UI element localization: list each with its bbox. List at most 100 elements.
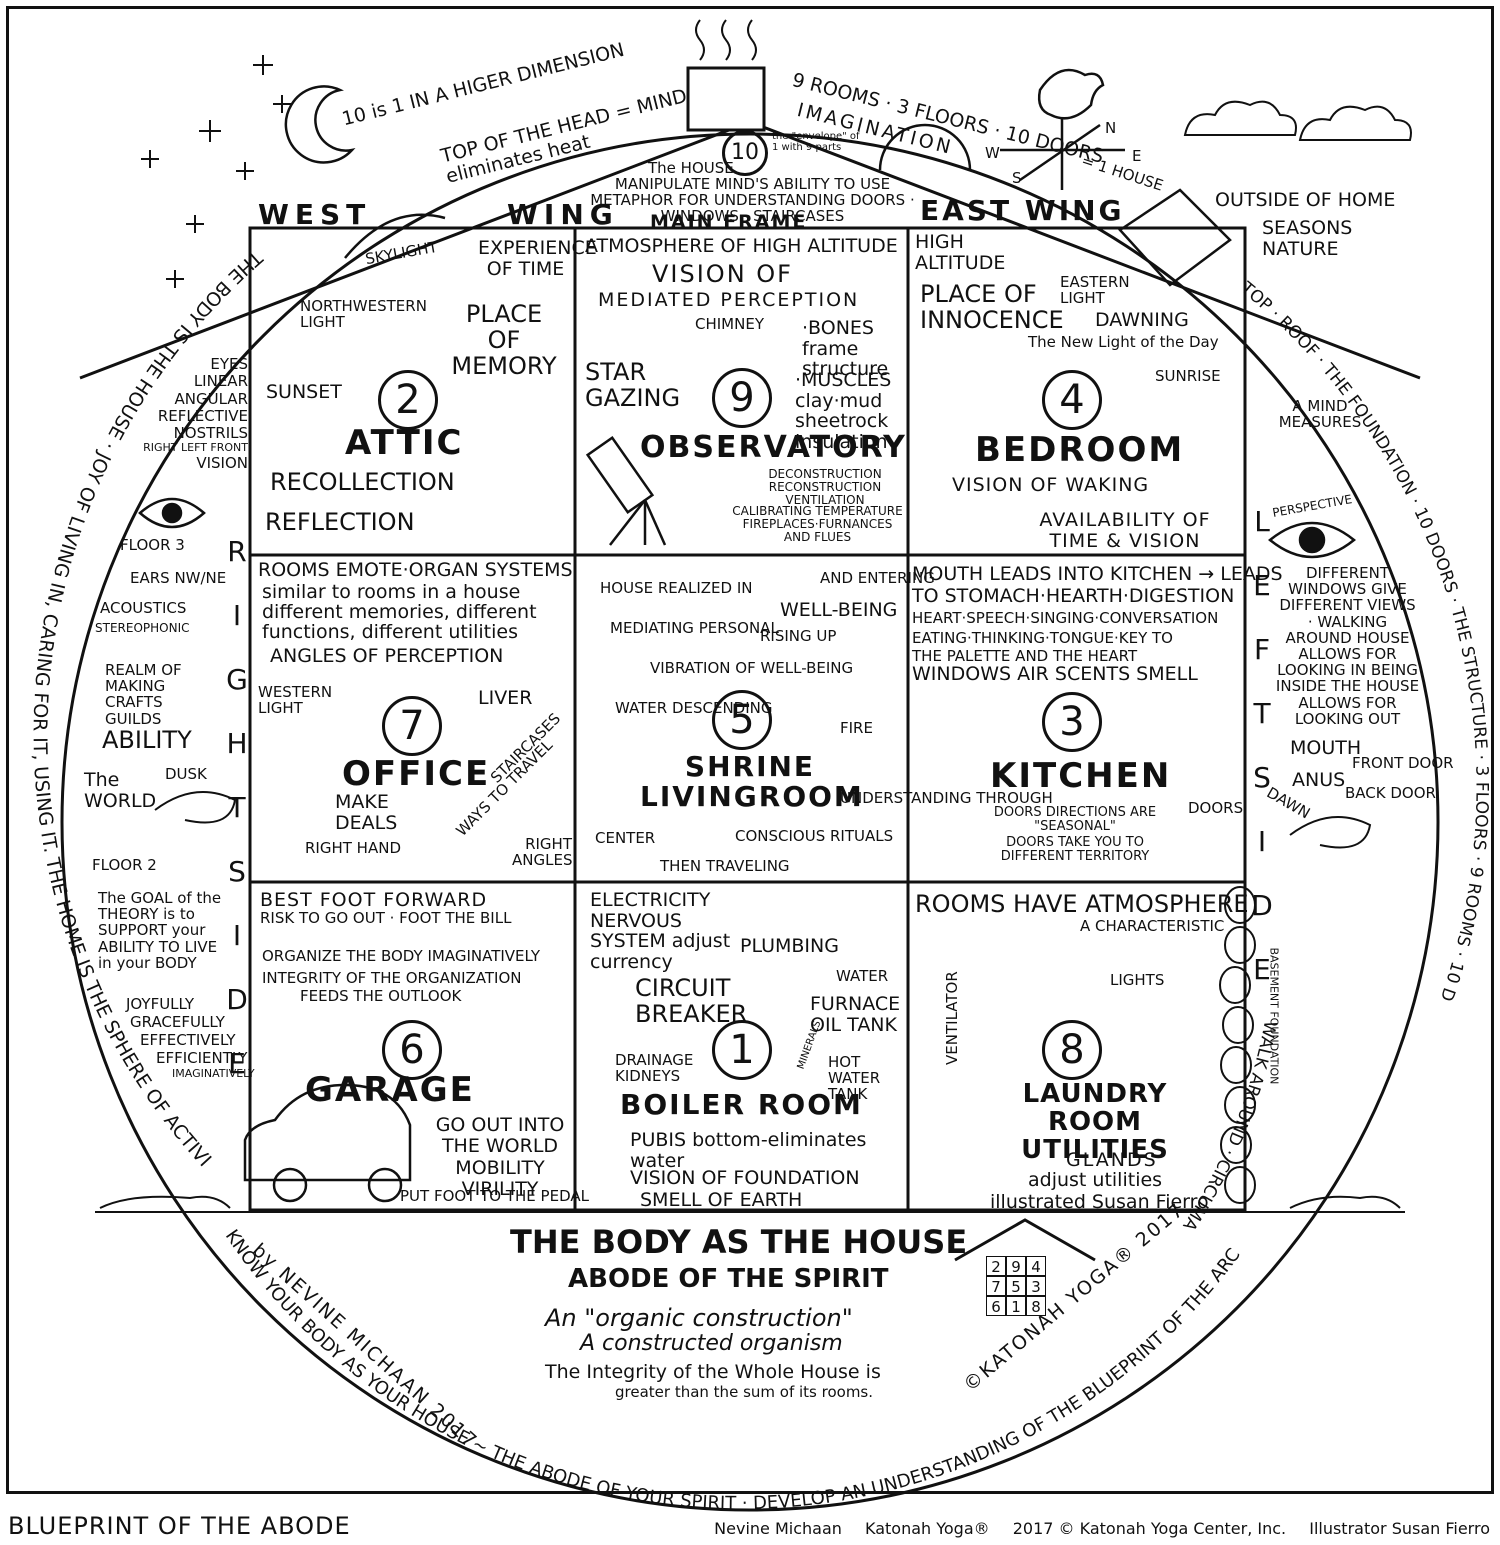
kitchen-line-7: DOORS DIRECTIONS ARE "SEASONAL": [985, 806, 1165, 834]
right-anus: ANUS: [1292, 770, 1345, 791]
left-goal: The GOAL of the THEORY is to SUPPORT you…: [98, 890, 223, 971]
office-line-0: ROOMS EMOTE·ORGAN SYSTEMS: [258, 560, 573, 581]
house10-text: The HOUSE: [648, 160, 734, 176]
office-line-2: different memories, different: [262, 602, 537, 623]
boiler-line-4: FURNACE OIL TANK: [810, 994, 900, 1035]
right-windows: DIFFERENT WINDOWS GIVE DIFFERENT VIEWS ·…: [1275, 565, 1420, 727]
boiler-line-10: SMELL OF EARTH: [640, 1190, 802, 1211]
compass-e: E: [1132, 148, 1141, 164]
left-acoustics: ACOUSTICS: [100, 600, 186, 616]
obs-line-6: STAR GAZING: [585, 360, 675, 412]
outside-text: OUTSIDE OF HOME: [1215, 190, 1395, 211]
right-eye: [1270, 523, 1354, 557]
stars: [141, 55, 291, 288]
boiler-line-2: WATER: [836, 968, 888, 984]
boiler-line-3: CIRCUIT BREAKER: [635, 976, 735, 1028]
left-ears: EARS NW/NE: [130, 570, 226, 586]
right-back-door: BACK DOOR: [1345, 785, 1436, 801]
left-dusk: DUSK: [165, 766, 207, 782]
left-floor3-list: EYESLINEARANGULARREFLECTIVENOSTRILSRIGHT…: [140, 356, 248, 472]
floor2-label: FLOOR 2: [92, 857, 157, 873]
bed-line-7: AVAILABILITY OF TIME & VISION: [1030, 510, 1220, 551]
main-frame-text: MAIN FRAME: [650, 212, 807, 233]
laundry-line-6: adjust utilities: [1028, 1170, 1162, 1191]
kitchen-line-4: THE PALETTE AND THE HEART: [912, 648, 1137, 664]
cloud-1: [1185, 102, 1296, 135]
office-line-3: functions, different utilities: [262, 622, 518, 643]
magic-cell-8: 8: [1026, 1296, 1046, 1316]
office-number: 7: [382, 696, 442, 756]
office-line-5: WESTERN LIGHT: [258, 684, 348, 716]
magic-cell-6: 6: [986, 1296, 1006, 1316]
office-line-11: RIGHT ANGLES: [512, 836, 572, 868]
envelope-text: the "envelope" of 1 with 9 parts: [772, 132, 862, 154]
obs-number: 9: [712, 368, 772, 428]
right-foot: [1290, 1197, 1400, 1208]
magic-cell-3: 7: [986, 1276, 1006, 1296]
footer-brand: Katonah Yoga®: [865, 1519, 990, 1538]
shrine-line-4: RISING UP: [760, 628, 836, 644]
shrine-line-2: WELL-BEING: [780, 600, 897, 621]
obs-line-3: CHIMNEY: [695, 316, 764, 332]
left-stereo: STEREOPHONIC: [95, 622, 190, 635]
bed-line-5: SUNRISE: [1155, 368, 1221, 384]
bottom-title-1: THE BODY AS THE HOUSE: [510, 1225, 967, 1260]
chimney-smoke: [696, 20, 756, 60]
laundry-line-2: A CHARACTERISTIC: [1080, 918, 1224, 934]
shrine-title: SHRINE LIVINGROOM: [640, 752, 860, 812]
bottom-line-1: An "organic construction": [545, 1306, 853, 1332]
garage-line-1: RISK TO GO OUT · FOOT THE BILL: [260, 910, 511, 926]
bed-line-1: PLACE OF INNOCENCE: [920, 282, 1060, 334]
kitchen-line-2: HEART·SPEECH·SINGING·CONVERSATION: [912, 610, 1218, 626]
left-joyfully: JOYFULLY: [126, 996, 194, 1012]
magic-cell-4: 5: [1006, 1276, 1026, 1296]
left-realm: REALM OF MAKING CRAFTS GUILDS: [105, 662, 215, 727]
footer-title: BLUEPRINT OF THE ABODE: [8, 1512, 351, 1540]
laundry-line-3: LIGHTS: [1110, 972, 1164, 988]
mini-house-roof: [955, 1220, 1095, 1260]
east-wing-text: EAST WING: [920, 196, 1125, 226]
bed-number: 4: [1042, 370, 1102, 430]
magic-cell-0: 2: [986, 1256, 1006, 1276]
garage-line-0: BEST FOOT FORWARD: [260, 890, 487, 911]
shrine-line-3: VIBRATION OF WELL-BEING: [650, 660, 853, 676]
magic-cell-2: 4: [1026, 1256, 1046, 1276]
right-mouth: MOUTH: [1290, 738, 1361, 759]
magic-cell-7: 1: [1006, 1296, 1026, 1316]
seasons-text: SEASONS NATURE: [1262, 218, 1372, 259]
laundry-number: 8: [1042, 1020, 1102, 1080]
office-line-6: LIVER: [478, 688, 532, 709]
ten-circle: 10: [722, 130, 768, 176]
moon: [286, 86, 352, 162]
shrine-line-0: HOUSE REALIZED IN: [600, 580, 753, 596]
bed-line-4: The New Light of the Day: [1028, 334, 1219, 350]
attic-line-5: REFLECTION: [265, 510, 415, 536]
left-gracefully: GRACEFULLY: [130, 1014, 225, 1030]
bed-line-3: DAWNING: [1095, 310, 1189, 331]
shrine-line-6: WATER DESCENDING: [615, 700, 772, 716]
office-title: OFFICE: [342, 756, 490, 793]
bed-line-2: EASTERN LIGHT: [1060, 274, 1150, 306]
office-line-7: MAKE DEALS: [335, 792, 425, 833]
footer-credits: Nevine Michaan Katonah Yoga® 2017 © Kato…: [696, 1519, 1490, 1538]
boiler-line-9: VISION OF FOUNDATION: [630, 1168, 860, 1189]
magic-cell-5: 3: [1026, 1276, 1046, 1296]
right-mind: A MIND MEASURES: [1275, 398, 1365, 430]
bottom-line-3: The Integrity of the Whole House is: [545, 1362, 881, 1383]
kitchen-line-6: DOORS: [1188, 800, 1243, 816]
obs-line-2: MEDIATED PERCEPTION: [598, 290, 859, 311]
kitchen-line-1: TO STOMACH·HEARTH·DIGESTION: [912, 586, 1234, 607]
obs-line-0: ATMOSPHERE OF HIGH ALTITUDE: [585, 236, 898, 257]
bed-title: BEDROOM: [975, 432, 1184, 469]
left-hand: [155, 792, 235, 823]
footer-copyright: 2017 © Katonah Yoga Center, Inc.: [1013, 1519, 1286, 1538]
shrine-line-7: CONSCIOUS RITUALS: [735, 828, 893, 844]
footer-author: Nevine Michaan: [714, 1519, 842, 1538]
kitchen-line-0: MOUTH LEADS INTO KITCHEN → LEADS: [912, 564, 1283, 585]
left-world: The WORLD: [84, 770, 164, 811]
floor3-label: FLOOR 3: [120, 537, 185, 553]
left-foot: [100, 1197, 230, 1208]
kitchen-number: 3: [1042, 692, 1102, 752]
